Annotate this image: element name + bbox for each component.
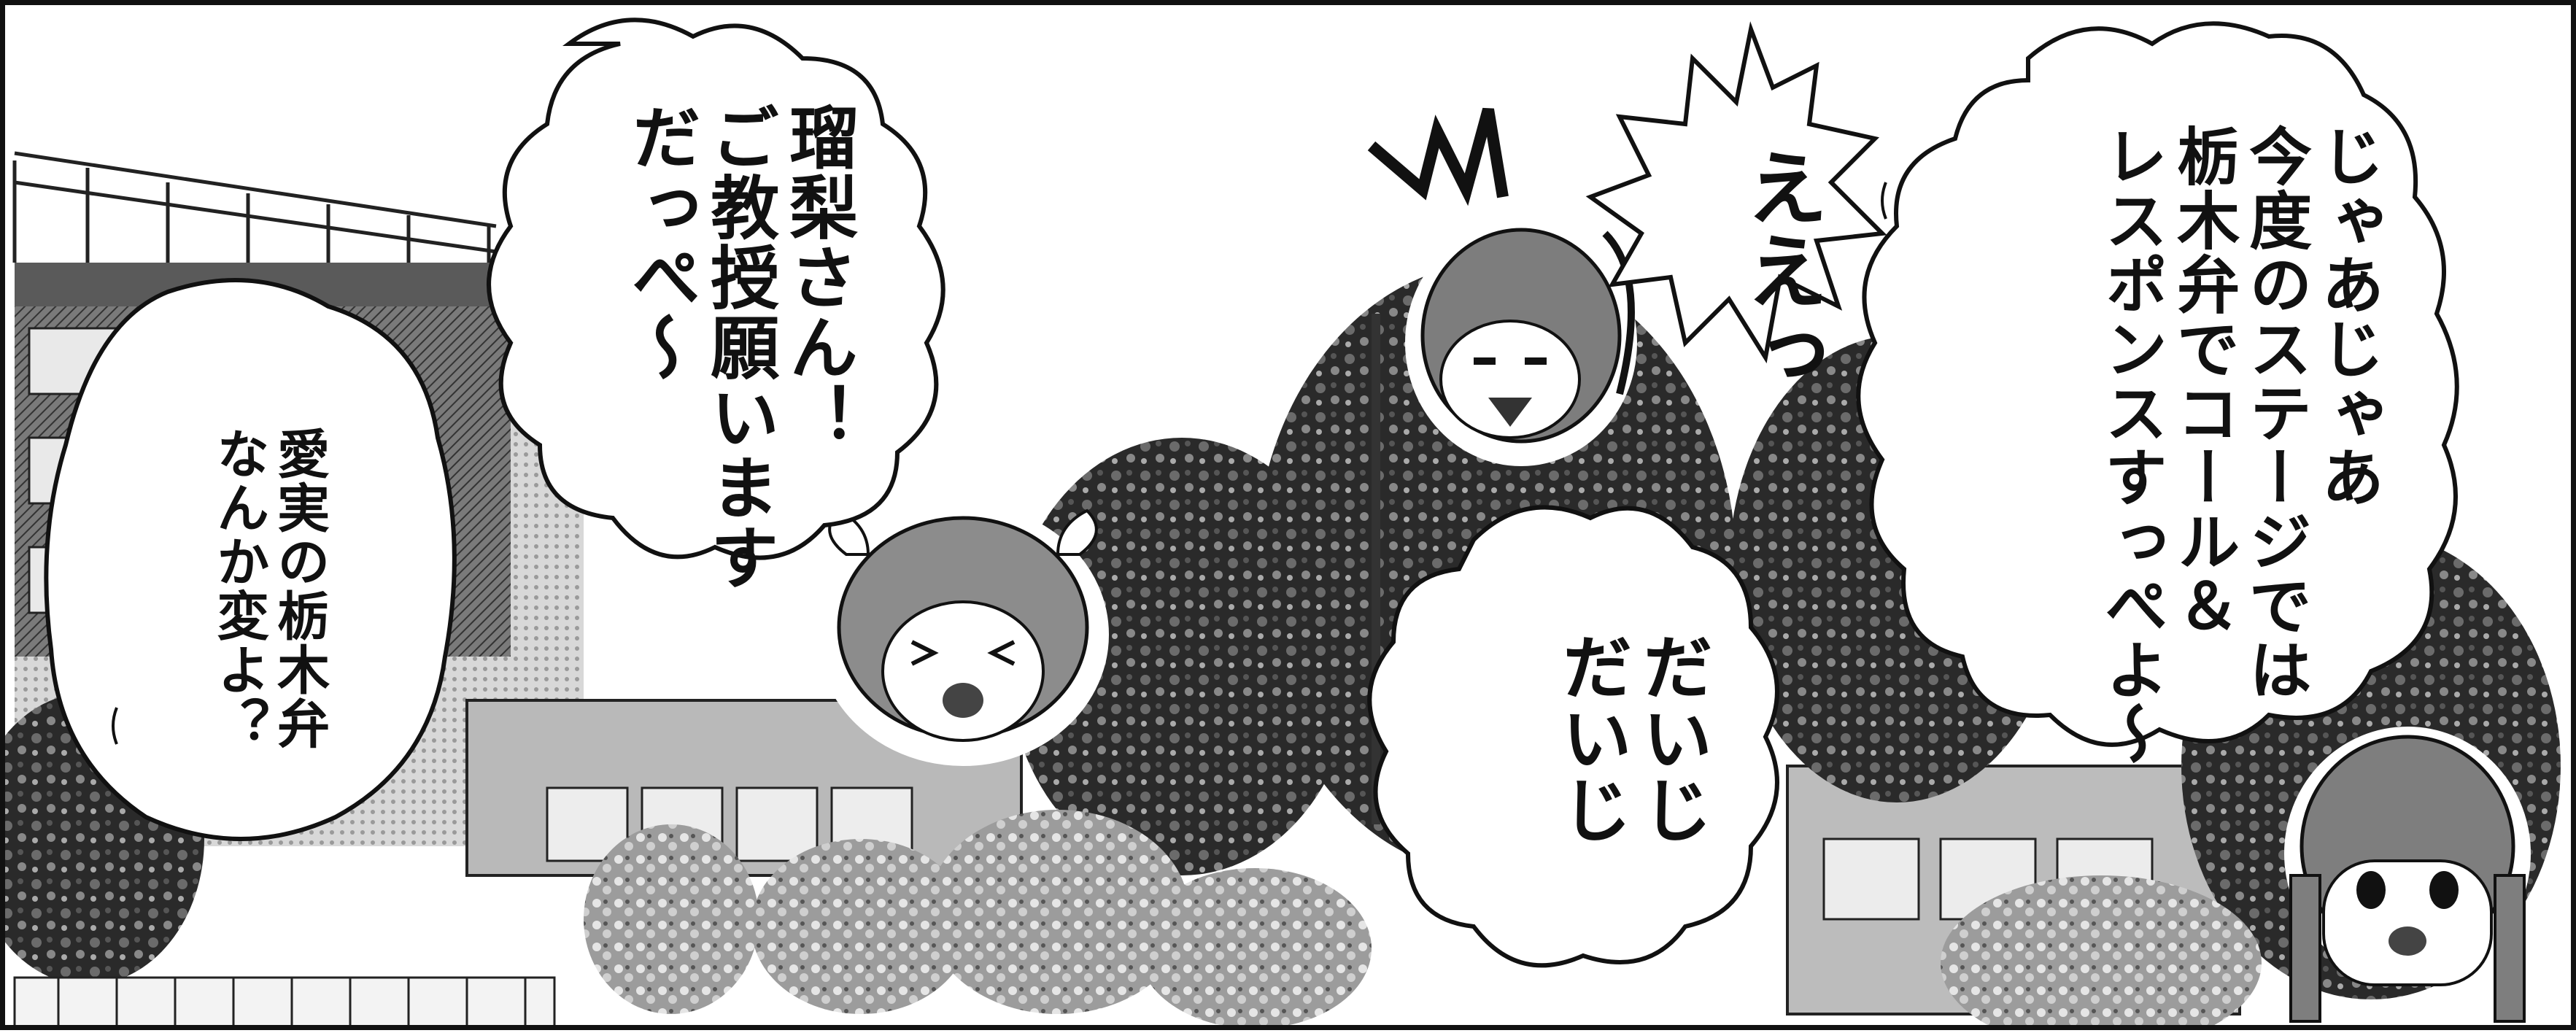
chibi-girl-bangs bbox=[2284, 727, 2531, 1023]
bubble-manami bbox=[44, 278, 457, 841]
bubble-kyouju bbox=[487, 18, 945, 560]
speech-bubbles bbox=[44, 18, 2459, 968]
ponytail-girl bbox=[1367, 107, 1637, 466]
speech-text-kyouju: 瑠梨さん！ ご教授願います だっぺ～ bbox=[620, 102, 858, 592]
speech-text-daiji: だいじ だいじ bbox=[1550, 631, 1712, 846]
speech-text-call-and-response: じゃあじゃあ 今度のステージでは 栃木弁でコール＆ レスポンスすっぺよ～ bbox=[2093, 124, 2383, 766]
bubble-daiji bbox=[1367, 505, 1779, 968]
bubble-ee bbox=[1585, 21, 1887, 364]
sweat-marks bbox=[112, 182, 1887, 745]
chibi-girl-twintails bbox=[817, 503, 1109, 766]
fence bbox=[13, 976, 556, 1032]
speech-text-ee: ええっ bbox=[1732, 146, 1827, 395]
bubble-right bbox=[1856, 21, 2459, 747]
speech-text-manami: 愛実の栃木弁 なんか変よ？ bbox=[207, 427, 330, 751]
